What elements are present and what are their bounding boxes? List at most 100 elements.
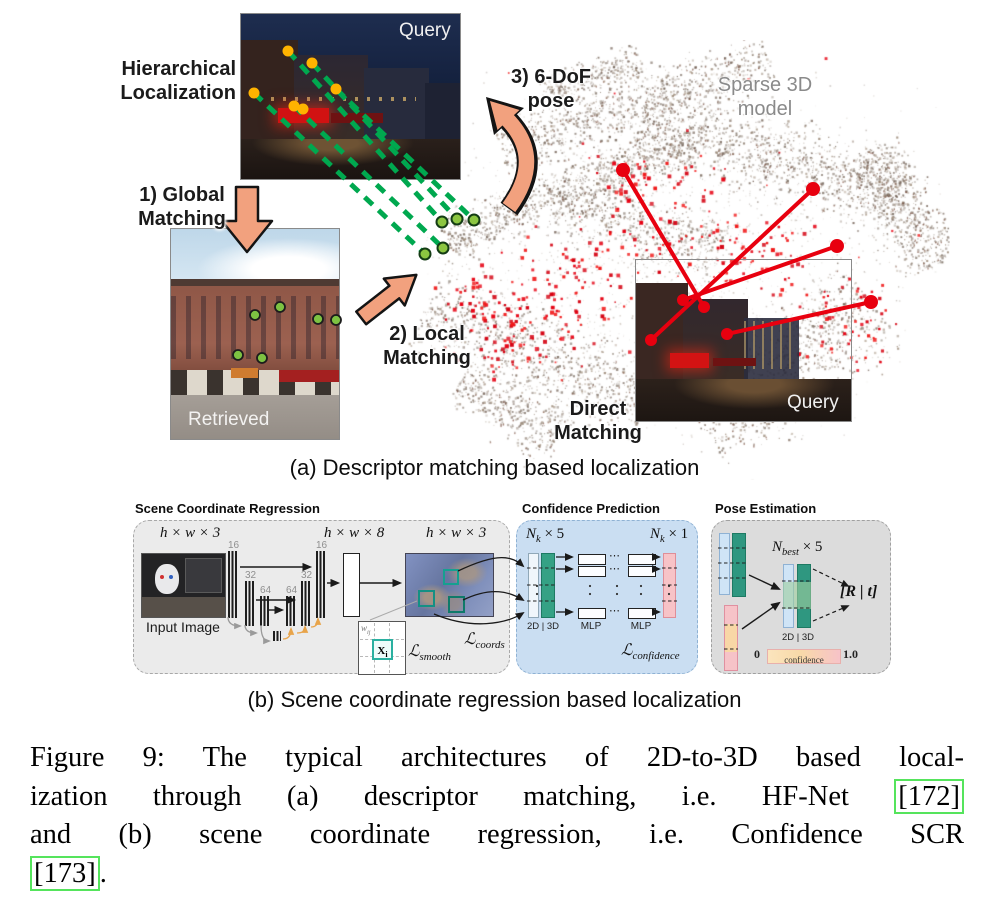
bottleneck-block <box>273 631 281 641</box>
loss-smooth-label: ℒsmooth <box>408 643 451 664</box>
channel-16: 16 <box>316 540 328 551</box>
caption-a: (a) Descriptor matching based localizati… <box>289 455 700 480</box>
building-mid <box>293 55 368 150</box>
loss-confidence-label: ℒconfidence <box>621 642 680 663</box>
loss-coords-label: ℒcoords <box>464 631 505 652</box>
red-awning <box>278 369 339 383</box>
red-storefront-sign <box>278 108 329 123</box>
2d-input-column <box>719 533 730 595</box>
awning <box>330 113 384 123</box>
caption-line-2: ization through (a) descriptor matching,… <box>30 778 964 817</box>
conv-block <box>260 596 269 626</box>
ellipsis: ⋯ <box>609 605 620 617</box>
mlp-unit <box>628 554 656 565</box>
scene-coordinate-map <box>405 553 494 617</box>
window-lights <box>258 96 417 102</box>
orange-awning <box>231 367 259 379</box>
nk1-label: Nk × 1 <box>650 526 689 545</box>
2d3d-label: 2D | 3D <box>781 632 815 643</box>
confidence-min: 0 <box>754 647 760 661</box>
cobblestone <box>171 394 339 439</box>
confidence-colorbar: confidence <box>767 649 841 665</box>
retrieved-photo <box>170 228 340 440</box>
figure-caption: Figure 9: The typical architectures of 2… <box>30 739 964 893</box>
direct-matching-label: Direct Matching <box>554 398 642 444</box>
monitor <box>184 557 222 593</box>
mlp-unit <box>578 554 606 565</box>
desk <box>142 596 225 617</box>
confidence-panel: Nk × 5 Nk × 1 2D | 3D ⋯ ⋯ ⋯ MLP MLP ℒcon… <box>516 520 698 674</box>
citation-172-link[interactable]: [172] <box>894 778 964 814</box>
conv-block <box>301 581 310 626</box>
conv-block <box>245 581 254 626</box>
3d-input-column <box>732 533 746 597</box>
weight-label: wij <box>361 623 371 636</box>
selected-rows-overlay <box>783 582 811 609</box>
confidence-input-column <box>724 605 738 671</box>
building-left <box>241 40 298 150</box>
confidence-column <box>663 553 676 618</box>
ellipsis: ⋯ <box>609 563 620 575</box>
mlp-label: MLP <box>580 621 602 632</box>
input-image-photo <box>141 553 226 618</box>
sparse-3d-model-label: Sparse 3D model <box>717 74 813 120</box>
coord-sample-square <box>448 596 465 613</box>
windows <box>171 296 339 360</box>
street-ground-2 <box>636 379 851 421</box>
brick-building <box>171 283 339 376</box>
query-bottom-label: Query <box>787 392 839 413</box>
caption-line-3: and (b) scene coordinate regression, i.e… <box>30 819 964 850</box>
channel-32: 32 <box>245 570 257 581</box>
3d-column <box>541 553 555 618</box>
center-pixel-box: Xi <box>372 639 393 660</box>
input-image-label: Input Image <box>146 619 220 635</box>
caption-line-1: Figure 9: The typical architectures of 2… <box>30 742 964 773</box>
roofline <box>171 279 339 286</box>
coord-sample-square <box>418 590 435 607</box>
mlp-unit <box>578 566 606 577</box>
channel-32: 32 <box>301 570 313 581</box>
query-top-label: Query <box>399 20 451 41</box>
conv-block <box>228 551 237 618</box>
conv-block <box>286 596 295 626</box>
building-right <box>363 68 430 150</box>
2d3d-label: 2D | 3D <box>526 621 560 632</box>
pose-output-label: [R | t] <box>840 583 878 600</box>
mlp-label: MLP <box>630 621 652 632</box>
retrieved-label: Retrieved <box>188 409 270 430</box>
caption-line-4: [173]. <box>30 855 964 894</box>
channel-64: 64 <box>260 585 272 596</box>
coord-sample-square <box>443 569 459 585</box>
pose-panel: Nbest × 5 2D | 3D [R | t] 0 confidence 1… <box>711 520 891 674</box>
dim-output-label: h × w × 3 <box>426 525 487 541</box>
six-dof-pose-label: 3) 6-DoF pose <box>511 66 591 112</box>
channel-64: 64 <box>286 585 298 596</box>
confidence-max: 1.0 <box>843 647 858 661</box>
local-matching-label: 2) Local Matching <box>383 323 471 369</box>
smoothness-grid: wij Xi <box>358 621 406 675</box>
street-ground <box>241 139 460 179</box>
center-pixel-label: Xi <box>377 645 388 660</box>
conv-block <box>316 551 325 618</box>
awning-2 <box>713 358 757 367</box>
hierarchical-localization-label: Hierarchical Localization <box>120 58 236 104</box>
channel-16: 16 <box>228 540 240 551</box>
ellipsis: ⋯ <box>609 550 620 562</box>
feature-map-block <box>343 553 360 617</box>
confidence-label: confidence <box>784 655 824 665</box>
nbest5-label: Nbest × 5 <box>772 539 823 558</box>
scr-panel: h × w × 3 Input Image 16 32 64 64 32 16 … <box>133 520 510 675</box>
mlp-unit <box>628 608 656 619</box>
red-sign-2 <box>670 353 710 368</box>
dim-mid-label: h × w × 8 <box>324 525 385 541</box>
dim-input-label: h × w × 3 <box>160 525 221 541</box>
confidence-panel-title: Confidence Prediction <box>522 501 660 516</box>
global-matching-label: 1) Global Matching <box>138 184 226 230</box>
nk5-label: Nk × 5 <box>526 526 565 545</box>
pose-panel-title: Pose Estimation <box>715 501 817 516</box>
caption-b: (b) Scene coordinate regression based lo… <box>247 687 742 712</box>
citation-173-link[interactable]: [173] <box>30 855 100 891</box>
2d-column <box>528 553 539 618</box>
scr-panel-title: Scene Coordinate Regression <box>135 501 320 516</box>
